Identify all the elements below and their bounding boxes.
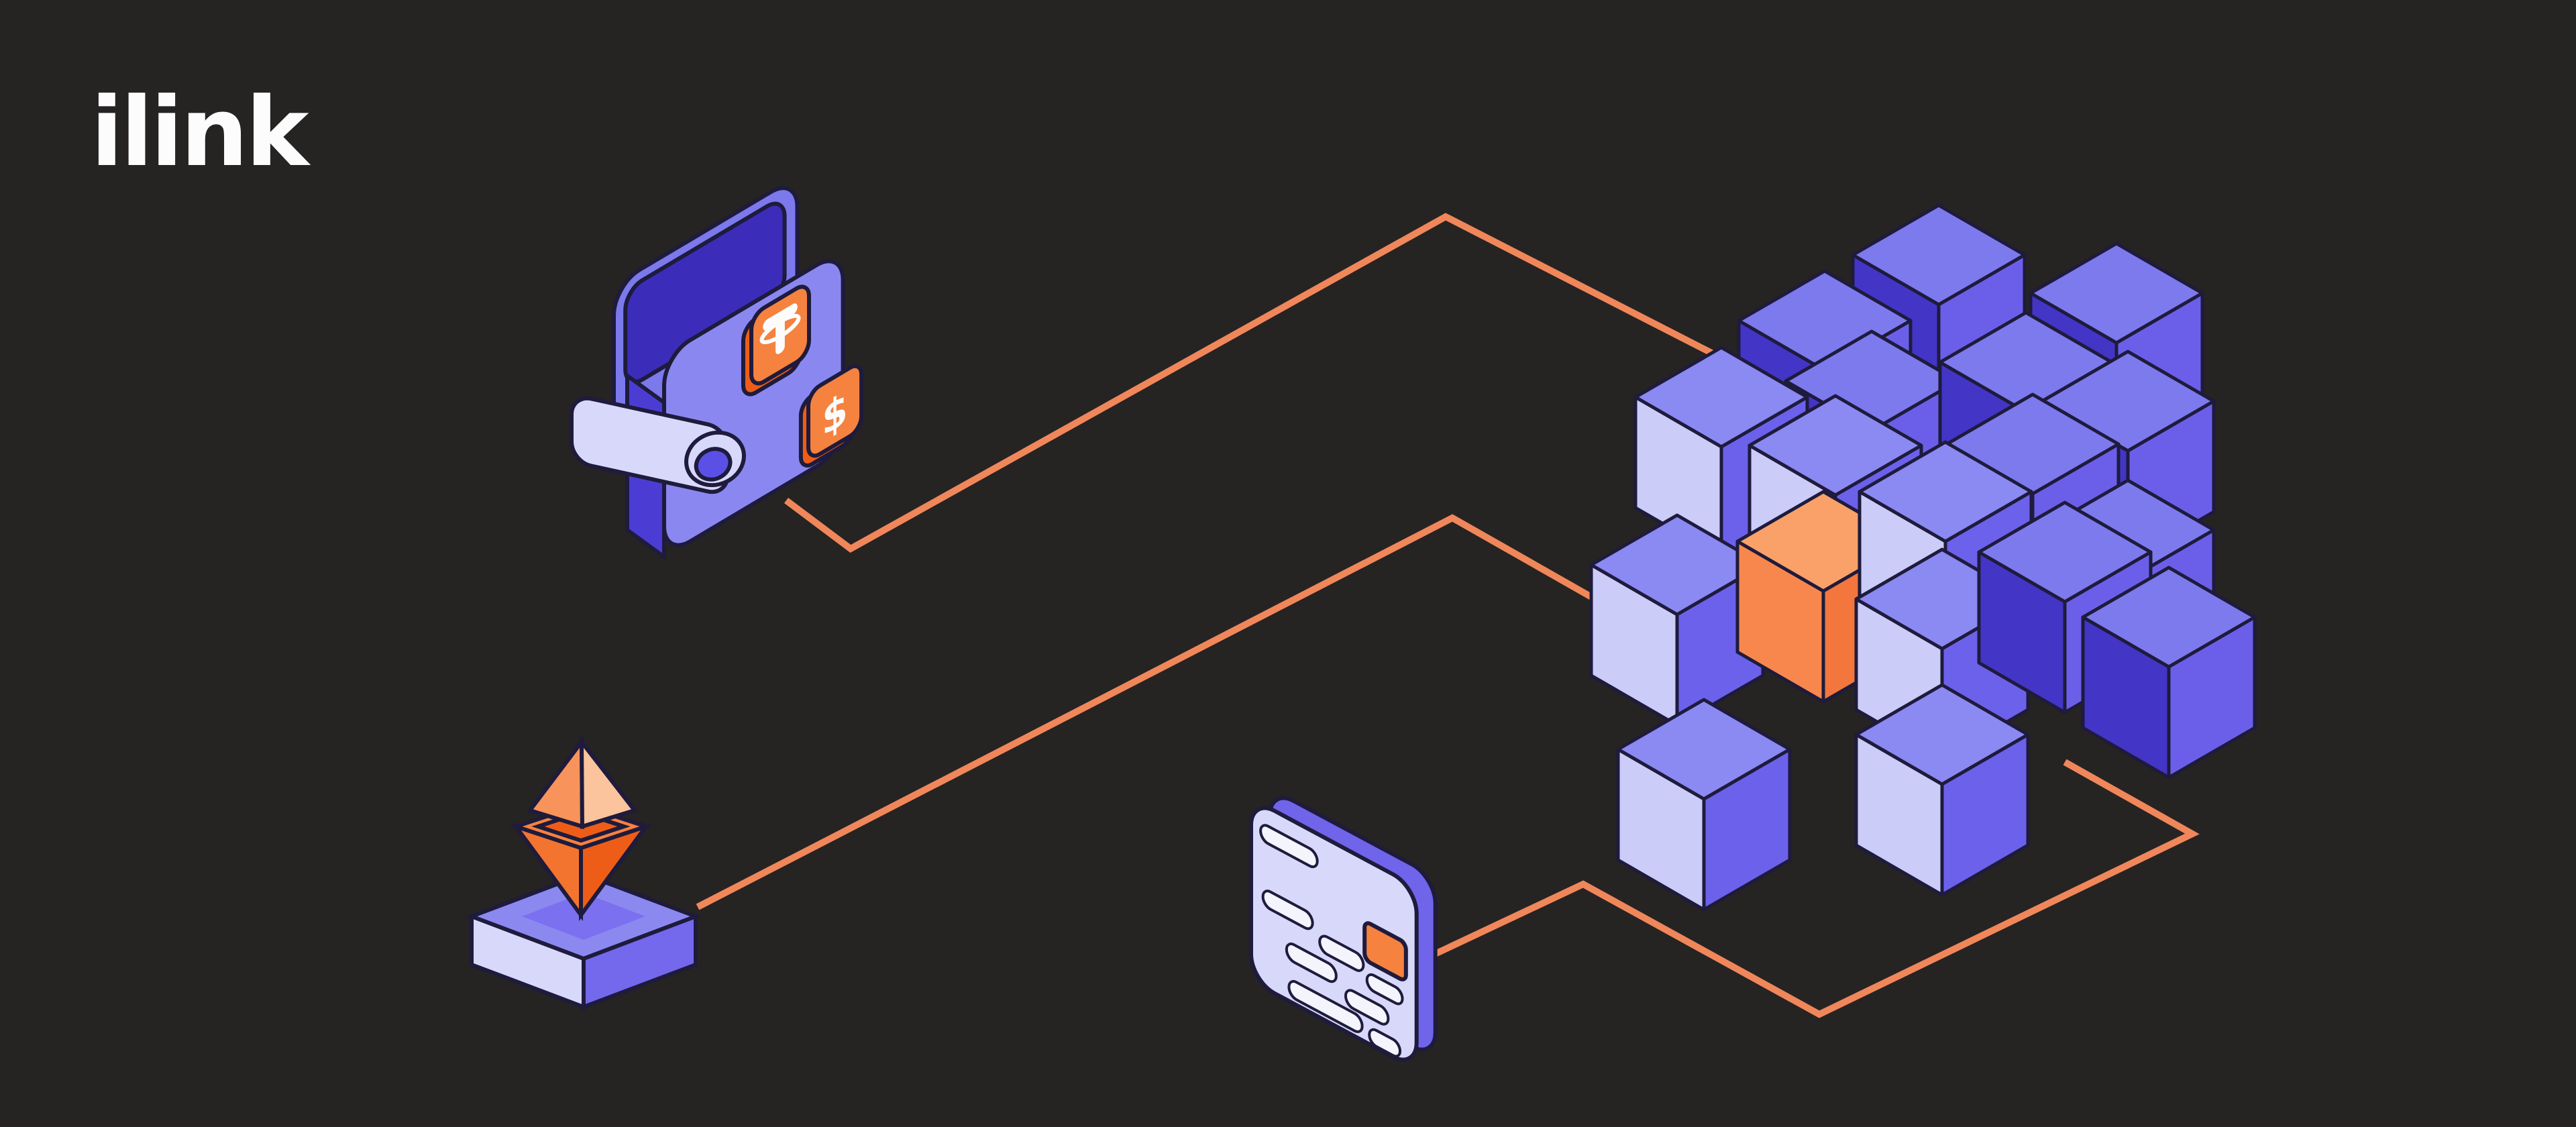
blockchain-cubes-icon: [1591, 205, 2255, 910]
ethereum-icon: [516, 742, 646, 915]
card-embossed-lines: [1260, 822, 1402, 1061]
ethereum-node: [472, 742, 696, 1007]
cube-bottom-center-low: [1856, 685, 2028, 895]
cube-bottom-left-detached: [1618, 700, 1790, 910]
cube-detached-right-low: [2083, 568, 2255, 777]
card-to-blockchain: [1421, 762, 2192, 1014]
card-chip-icon: [1364, 921, 1406, 982]
wallet-clasp: [678, 423, 753, 494]
ethereum-to-blockchain: [698, 518, 1652, 907]
company-logo: ilink: [91, 77, 311, 188]
bank-card-icon: [1251, 788, 1436, 1069]
wallet-icon: $: [572, 176, 861, 557]
connector-lines: [698, 217, 2192, 1014]
dollar-badge-icon: $: [801, 361, 861, 471]
wallet-to-blockchain: [786, 217, 1741, 549]
tether-badge-icon: [743, 281, 809, 400]
platform-icon: [472, 874, 696, 1007]
